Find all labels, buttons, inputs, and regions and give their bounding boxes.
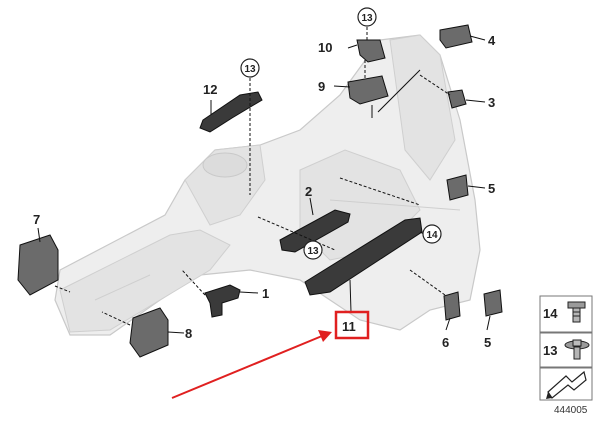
svg-text:13: 13 [361, 13, 373, 24]
part-6-bracket [443, 291, 461, 321]
diagram-id: 444005 [554, 405, 588, 416]
callout-2: 2 [305, 184, 312, 199]
legend-number-13: 13 [543, 343, 557, 358]
bolt-with-washer-icon [564, 339, 590, 360]
circled-13-middle: 13 [303, 240, 323, 260]
part-7-plate [17, 234, 59, 296]
callout-6: 6 [442, 335, 449, 350]
callout-1: 1 [262, 286, 269, 301]
callout-10: 10 [318, 40, 332, 55]
part-8-plate [129, 307, 169, 358]
part-9-bracket [347, 75, 389, 105]
callout-8: 8 [185, 326, 192, 341]
fastener-legend: 14 13 [539, 295, 593, 401]
part-4-clip [439, 24, 473, 49]
callout-5-lower: 5 [484, 335, 491, 350]
svg-text:13: 13 [307, 246, 319, 257]
red-arrow [171, 330, 332, 399]
callout-3: 3 [488, 95, 495, 110]
svg-text:14: 14 [426, 230, 438, 241]
leader-lines [37, 22, 491, 334]
direction-arrow-icon [546, 370, 587, 399]
highlight-box-11 [334, 310, 370, 340]
part-5-bracket-lower [483, 289, 503, 317]
circled-14: 14 [422, 224, 442, 244]
part-11-reinforcement [304, 217, 423, 296]
callout-9: 9 [318, 79, 325, 94]
svg-text:13: 13 [244, 64, 256, 75]
callout-4: 4 [488, 33, 496, 48]
part-2-rail [279, 209, 351, 253]
bolt-icon [567, 301, 586, 323]
circled-13-top-right: 13 [357, 7, 377, 27]
callout-7: 7 [33, 212, 40, 227]
part-5-bracket-upper [446, 174, 469, 201]
part-12-bracket [199, 91, 263, 133]
part-10-bracket [356, 39, 386, 63]
callout-11: 11 [342, 319, 356, 334]
legend-number-14: 14 [543, 306, 558, 321]
callout-5-upper: 5 [488, 181, 495, 196]
circled-13-top-left: 13 [240, 58, 260, 78]
part-3-nut [447, 89, 467, 109]
part-1-bracket [204, 284, 241, 318]
callout-12: 12 [203, 82, 217, 97]
